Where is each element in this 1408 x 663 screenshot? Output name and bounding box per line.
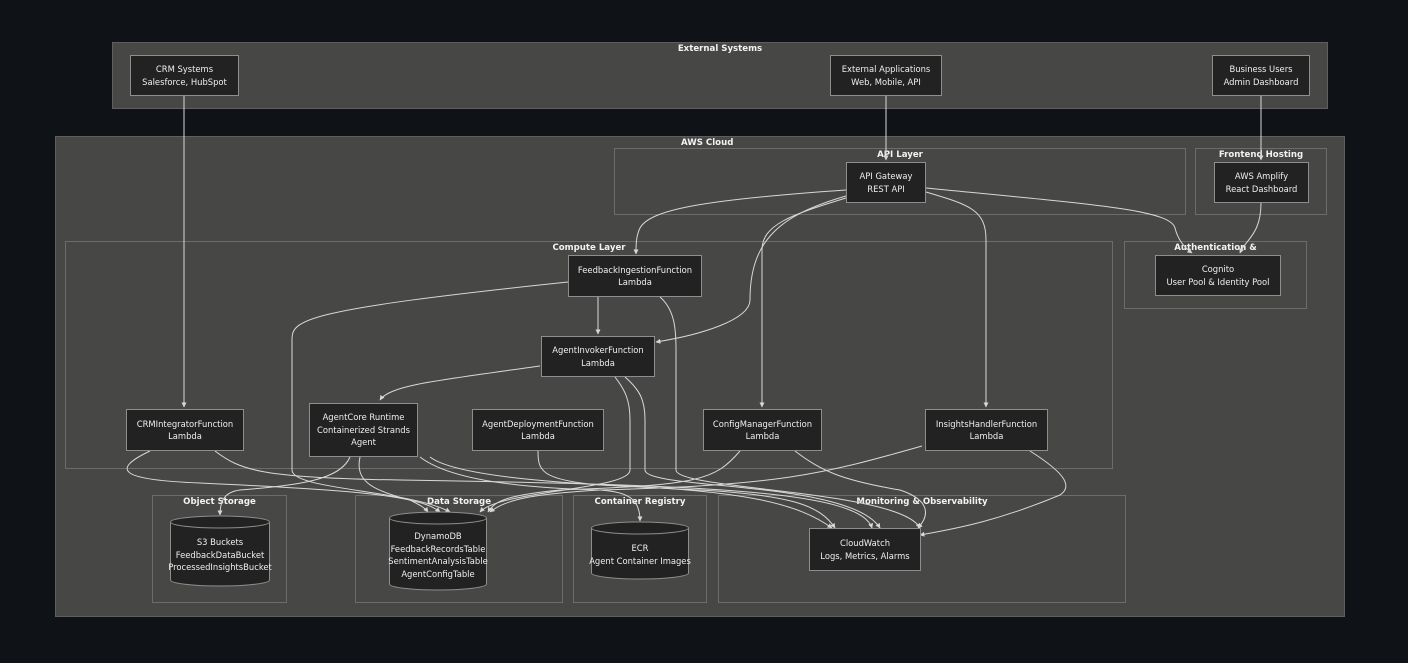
node-subtitle: Lambda [745, 431, 780, 441]
node-title: External Applications [841, 64, 931, 74]
cluster-label: Authentication & [1174, 243, 1257, 253]
node-subtitle: FeedbackDataBucket [175, 549, 265, 560]
node-aws-amplify[interactable]: AWS Amplify React Dashboard [1214, 162, 1309, 203]
node-title: ECR [631, 543, 649, 553]
node-insights-handler-function[interactable]: InsightsHandlerFunction Lambda [925, 409, 1048, 451]
edge-feedback-to-dynamo [291, 281, 569, 513]
cluster-external-systems: External Systems [112, 42, 1328, 109]
cluster-label: Compute Layer [552, 243, 626, 253]
node-subtitle: Admin Dashboard [1223, 76, 1299, 87]
cluster-api-layer: API Layer [614, 148, 1186, 215]
edge-config-to-cloudwatch [794, 450, 926, 529]
node-subtitle: ProcessedInsightsBucket [168, 562, 272, 572]
node-ecr[interactable]: ECR Agent Container Images [589, 521, 691, 580]
edge-invoker-to-cloudwatch [624, 376, 881, 529]
cluster-label: Container Registry [594, 497, 686, 507]
node-subtitle: AgentConfigTable [401, 568, 475, 579]
node-agent-invoker-function[interactable]: AgentInvokerFunction Lambda [541, 336, 655, 377]
node-title: Cognito [1201, 264, 1235, 274]
cluster-label: Object Storage [183, 497, 256, 507]
node-crm-systems[interactable]: CRM Systems Salesforce, HubSpot [130, 55, 239, 96]
cylinder-shape [389, 511, 487, 591]
node-title: AWS Amplify [1234, 171, 1289, 181]
node-agentcore-runtime[interactable]: AgentCore Runtime Containerized Strands … [309, 403, 418, 457]
edge-amplify-to-cognito [1239, 202, 1262, 254]
cluster-data-storage: Data Storage [355, 495, 563, 603]
cluster-monitoring: Monitoring & Observability [718, 495, 1126, 603]
edge-agentcore-to-s3 [217, 456, 351, 516]
node-title: CRM Systems [155, 64, 214, 74]
node-title: AgentCore Runtime [322, 412, 405, 423]
edge-agentcore-to-ecr [419, 456, 643, 522]
edge-insights-to-dynamo [489, 445, 923, 513]
cluster-label: Monitoring & Observability [856, 497, 988, 507]
cluster-authentication: Authentication & [1124, 241, 1307, 309]
node-title: FeedbackIngestionFunction [577, 264, 693, 275]
node-subtitle: Containerized Strands [317, 424, 410, 435]
node-title: InsightsHandlerFunction [935, 418, 1038, 429]
node-dynamodb[interactable]: DynamoDB FeedbackRecordsTable SentimentA… [388, 511, 488, 591]
edge-config-to-dynamo [487, 450, 741, 513]
node-subtitle: Agent [351, 437, 376, 448]
node-business-users[interactable]: Business Users Admin Dashboard [1212, 55, 1310, 96]
cluster-object-storage: Object Storage [152, 495, 287, 603]
node-subtitle: Salesforce, HubSpot [142, 76, 227, 87]
node-subtitle: Logs, Metrics, Alarms [820, 550, 910, 561]
node-crm-integrator-function[interactable]: CRMIntegratorFunction Lambda [126, 409, 244, 451]
node-title: S3 Buckets [196, 537, 244, 547]
edge-insights-to-cloudwatch [919, 450, 1067, 537]
edge-deploy-to-cloudwatch [537, 450, 833, 529]
cluster-compute-layer: Compute Layer [65, 241, 1113, 469]
node-subtitle: Agent Container Images [589, 555, 691, 566]
node-subtitle: Lambda [969, 431, 1004, 441]
node-subtitle: Web, Mobile, API [851, 76, 921, 87]
cylinder-shape [170, 515, 270, 587]
node-cognito[interactable]: Cognito User Pool & Identity Pool [1155, 255, 1281, 296]
cylinder-shape [591, 521, 689, 580]
edge-apigw-to-feedback [633, 189, 847, 255]
node-title: DynamoDB [414, 531, 462, 541]
cluster-aws-cloud: AWS Cloud [55, 136, 1345, 617]
edge-agentcore-to-dynamo [358, 456, 429, 513]
node-subtitle: React Dashboard [1225, 183, 1298, 194]
edge-apigw-to-insights [925, 191, 989, 408]
node-title: Business Users [1229, 64, 1293, 74]
node-subtitle: Lambda [618, 277, 652, 287]
cluster-container-registry: Container Registry [573, 495, 707, 603]
node-subtitle: REST API [867, 183, 905, 194]
cluster-label: AWS Cloud [681, 138, 734, 148]
node-api-gateway[interactable]: API Gateway REST API [846, 162, 926, 203]
node-feedback-ingestion-function[interactable]: FeedbackIngestionFunction Lambda [568, 255, 702, 297]
node-subtitle: SentimentAnalysisTable [388, 556, 488, 566]
cluster-label: Data Storage [426, 497, 492, 507]
node-subtitle: User Pool & Identity Pool [1166, 276, 1270, 287]
edge-agentcore-to-cloudwatch [429, 456, 836, 529]
edge-crmint-to-dynamo [126, 450, 441, 513]
edge-invoker-to-dynamo [479, 376, 631, 513]
edge-apigw-to-cognito [925, 187, 1193, 254]
node-title: CloudWatch [840, 538, 890, 548]
node-title: AgentDeploymentFunction [482, 418, 594, 429]
node-subtitle: FeedbackRecordsTable [390, 543, 486, 554]
edge-apigw-to-config [759, 197, 847, 408]
cluster-label: External Systems [677, 44, 763, 54]
node-title: ConfigManagerFunction [712, 418, 813, 429]
edge-crmint-to-cloudwatch [214, 450, 874, 529]
edge-invoker-to-agentcore [379, 365, 541, 401]
node-cloudwatch[interactable]: CloudWatch Logs, Metrics, Alarms [809, 528, 921, 571]
node-s3-buckets[interactable]: S3 Buckets FeedbackDataBucket ProcessedI… [168, 515, 272, 587]
node-title: CRMIntegratorFunction [136, 418, 234, 429]
node-subtitle: Lambda [521, 431, 555, 441]
node-title: AgentInvokerFunction [552, 345, 644, 355]
node-config-manager-function[interactable]: ConfigManagerFunction Lambda [703, 409, 822, 451]
node-external-applications[interactable]: External Applications Web, Mobile, API [830, 55, 942, 96]
cluster-label: API Layer [877, 150, 923, 160]
node-agent-deployment-function[interactable]: AgentDeploymentFunction Lambda [472, 409, 604, 451]
node-title: API Gateway [859, 171, 913, 181]
node-subtitle: Lambda [168, 431, 202, 441]
node-subtitle: Lambda [581, 357, 615, 368]
